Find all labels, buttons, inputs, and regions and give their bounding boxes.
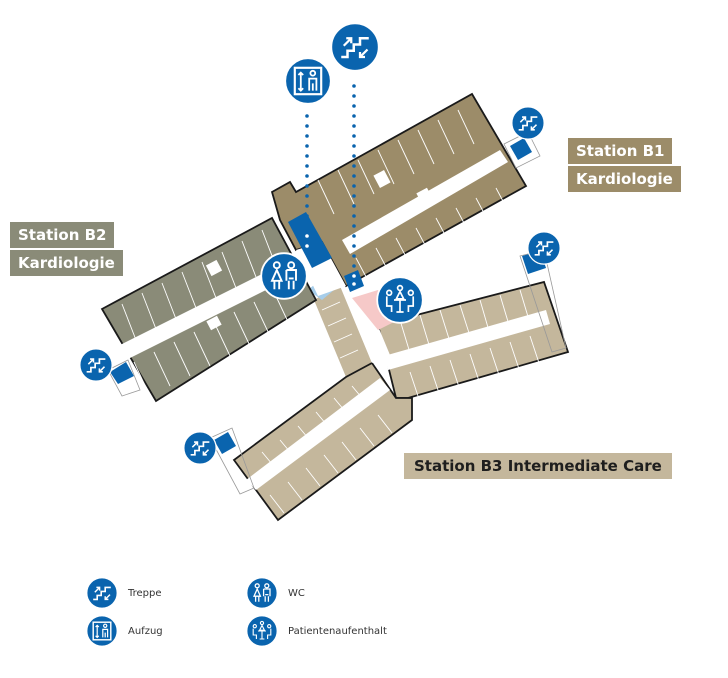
station-b1-name: Station B1: [576, 142, 665, 160]
wc-icon: [246, 577, 278, 609]
elevator-leader: [305, 114, 309, 248]
station-b1-department: Kardiologie: [576, 170, 673, 188]
stairs-icon[interactable]: [511, 106, 545, 140]
legend-label-wc: WC: [288, 587, 305, 599]
stairwell-b3: [214, 432, 236, 454]
legend-label-treppe: Treppe: [128, 587, 162, 599]
stairwell-b2: [110, 362, 134, 384]
legend-item-patientenaufenthalt: Patientenaufenthalt: [246, 615, 387, 647]
wing-b1: [270, 92, 528, 289]
stairs-icon[interactable]: [527, 231, 561, 265]
station-b3-name: Station B3 Intermediate Care: [414, 457, 662, 475]
legend-item-treppe: Treppe: [86, 577, 162, 609]
legend-label-aufzug: Aufzug: [128, 625, 163, 637]
stairs-icon[interactable]: [79, 348, 113, 382]
elevator-small: [344, 270, 364, 292]
stairs-icon[interactable]: [183, 431, 217, 465]
station-label-b2: Station B2: [10, 222, 115, 248]
lounge-icon: [246, 615, 278, 647]
elevator-icon[interactable]: [284, 57, 332, 105]
station-label-b1-sub: Kardiologie: [568, 166, 681, 192]
stairs-icon: [86, 577, 118, 609]
station-b2-department: Kardiologie: [18, 254, 115, 272]
station-label-b2-sub: Kardiologie: [10, 250, 123, 276]
elevator-shaft: [288, 212, 332, 268]
lounge-icon[interactable]: [376, 276, 424, 324]
wing-b2: [100, 216, 318, 403]
station-b2-name: Station B2: [18, 226, 107, 244]
wc-icon[interactable]: [260, 252, 308, 300]
station-label-b3: Station B3 Intermediate Care: [404, 453, 672, 479]
legend-label-patientenaufenthalt: Patientenaufenthalt: [288, 625, 387, 637]
legend-item-wc: WC: [246, 577, 305, 609]
station-label-b1: Station B1: [568, 138, 673, 164]
stairs-icon[interactable]: [330, 22, 380, 72]
stairs-leader: [352, 84, 356, 286]
elevator-icon: [86, 615, 118, 647]
stairwell-b1: [510, 138, 532, 160]
lounge-area: [352, 290, 398, 330]
legend-item-aufzug: Aufzug: [86, 615, 163, 647]
wing-b3: [232, 278, 570, 522]
